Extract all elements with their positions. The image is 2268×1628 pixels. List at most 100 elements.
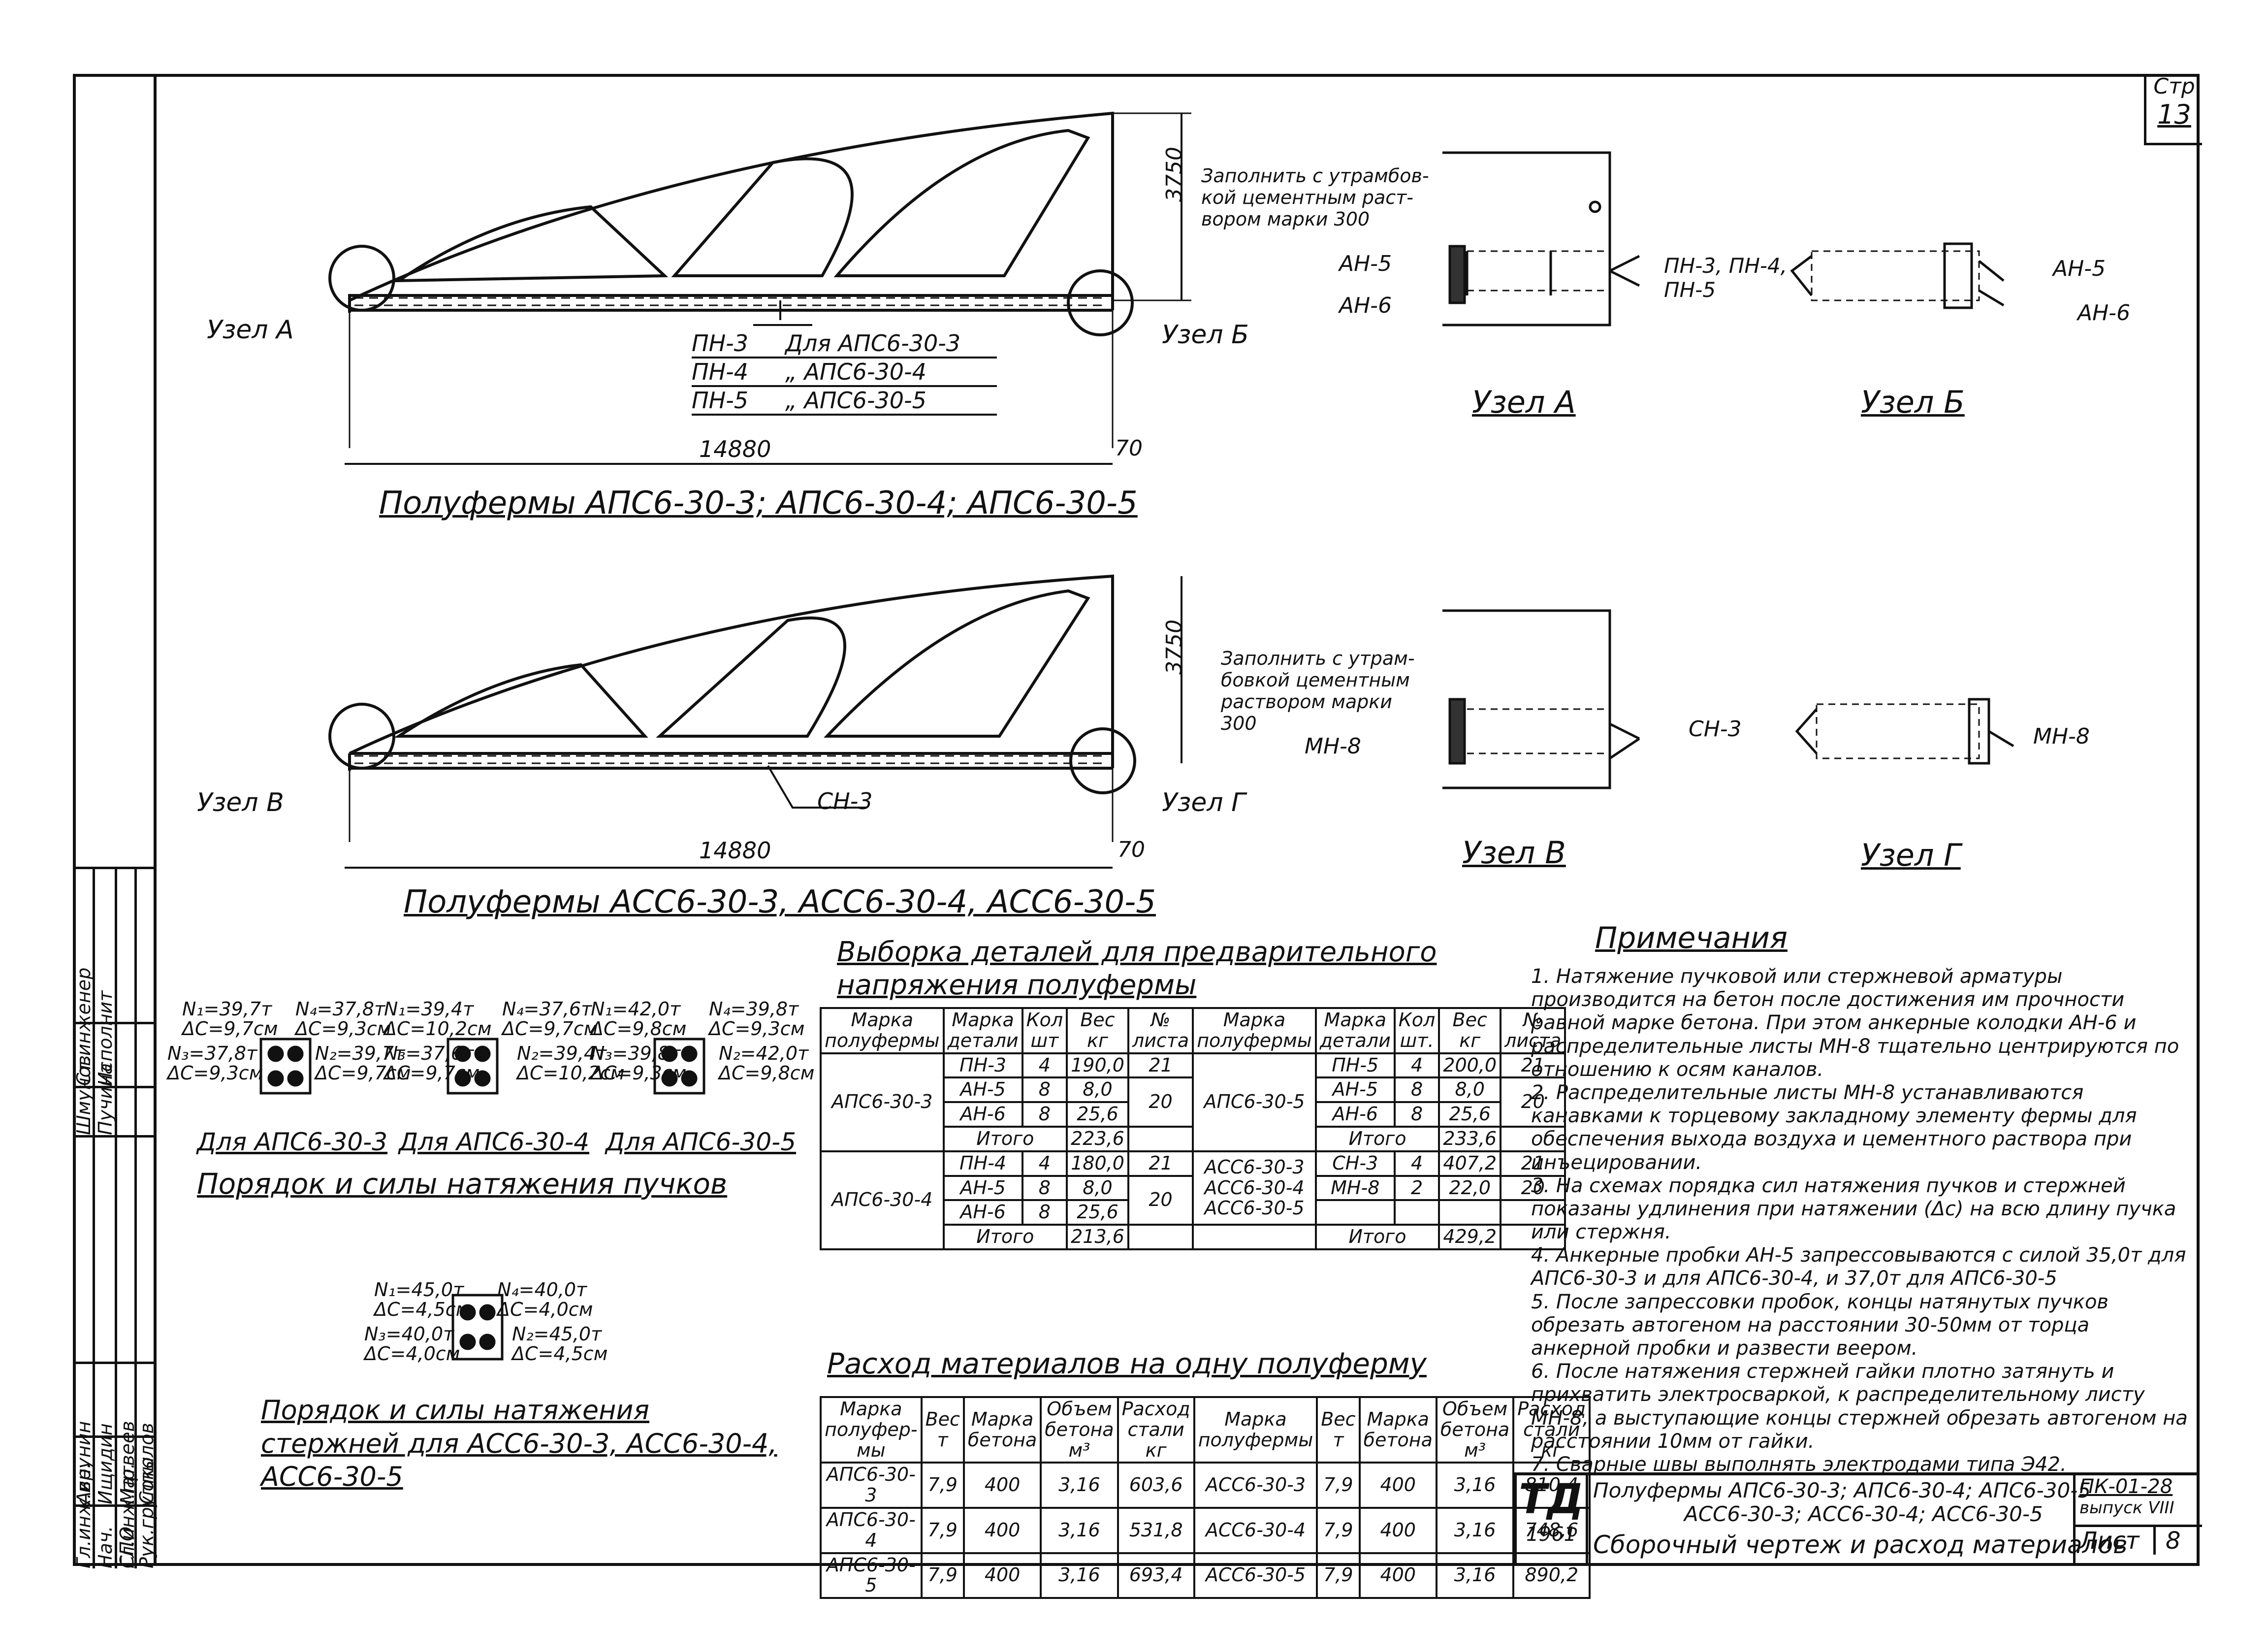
- table-cell: 2: [1393, 1174, 1440, 1202]
- stamp-line3: Сборочный чертеж и расход материалов: [1593, 1530, 2128, 1559]
- table-cell: Итого: [1314, 1224, 1440, 1250]
- node-g-circle: [1069, 727, 1136, 794]
- table-cell: [1500, 1224, 1566, 1250]
- table-cell: АН-6: [942, 1199, 1023, 1226]
- table-row: АПС6-30-3 7,9 400 3,16 603,6 АСС6-30-3 7…: [820, 1462, 1591, 1509]
- details-table: Марка полуфермы Марка детали Кол шт Вес …: [820, 1007, 1566, 1250]
- table-cell: ПН-3: [942, 1052, 1023, 1079]
- table-cell: АН-6: [942, 1101, 1023, 1128]
- truss1-length-line: [345, 463, 1113, 465]
- rod-label: ΔC=4,5см: [512, 1342, 608, 1365]
- side-role-6: Рук.группы: [136, 1457, 158, 1568]
- details-header: № листа: [1500, 1007, 1566, 1054]
- bundle-label: N₂=39,7т: [315, 1042, 405, 1064]
- materials-header: Вес т: [920, 1396, 965, 1464]
- truss2-bar: СН-3: [817, 788, 873, 814]
- stamp-year: 1961: [1526, 1523, 1576, 1546]
- table-cell: 3,16: [1040, 1552, 1119, 1599]
- details-header-row: Марка полуфермы Марка детали Кол шт Вес …: [820, 1007, 1566, 1054]
- table-cell: 8: [1393, 1076, 1440, 1104]
- side-name-5: Матвеев: [117, 1421, 138, 1504]
- stamp-logo-cell: ТД 1961: [1517, 1475, 1588, 1566]
- table-cell: 7,9: [1316, 1506, 1361, 1554]
- node-vg-fill-note: Заполнить с утрам-бовкой цементным раств…: [1221, 648, 1415, 734]
- note-item: 1. Натяжение пучковой или стержневой арм…: [1531, 965, 2179, 1081]
- table-cell: 22,0: [1438, 1174, 1502, 1202]
- table-cell: 531,8: [1117, 1506, 1195, 1554]
- table-cell: 3,16: [1435, 1552, 1515, 1599]
- table-cell: 400: [962, 1506, 1042, 1554]
- truss2-node-left: Узел В: [197, 788, 284, 817]
- table-cell: АПС6-30-5: [820, 1552, 923, 1599]
- table-cell: 213,6: [1066, 1224, 1129, 1250]
- table-cell: 4: [1393, 1052, 1440, 1079]
- table-cell: 8: [1021, 1174, 1068, 1202]
- table-row: АН-6 8 25,6: [821, 1199, 1566, 1226]
- node-g-mn8: МН-8: [2033, 724, 2090, 749]
- note-item: 3. На схемах порядка сил натяжения пучко…: [1531, 1174, 2176, 1244]
- bundle-caption-3: Для АПС6-30-5: [606, 1128, 797, 1156]
- side-name-1: Шмунов: [73, 1055, 95, 1135]
- table-cell: [1314, 1199, 1396, 1226]
- table-cell: 7,9: [920, 1462, 965, 1509]
- legend-for-2: „ АПС6-30-4: [785, 358, 926, 385]
- legend-for-1: Для АПС6-30-3: [785, 330, 961, 357]
- rod-label: ΔC=4,0см: [364, 1342, 460, 1365]
- table-cell: Итого: [942, 1224, 1068, 1250]
- details-table-title: Выборка деталей для предварительного нап…: [837, 936, 1437, 1002]
- node-vg-bar: СН-3: [1689, 716, 1742, 742]
- truss2-title: Полуфермы АСС6-30-3, АСС6-30-4, АСС6-30-…: [404, 884, 1156, 920]
- table-cell: 429,2: [1438, 1224, 1502, 1250]
- table-cell: 8: [1021, 1199, 1068, 1226]
- materials-header: Расход стали кг: [1117, 1396, 1195, 1464]
- table-row: АН-5 8 8,0 20 АН-5 8 8,0 20: [821, 1076, 1566, 1128]
- table-cell: 21: [1127, 1052, 1194, 1079]
- details-header: Кол шт: [1021, 1007, 1068, 1054]
- materials-header: Вес т: [1316, 1396, 1361, 1464]
- table-cell: 223,6: [1066, 1125, 1129, 1152]
- node-b-an6: АН-6: [2077, 300, 2131, 326]
- node-a-circle: [328, 245, 395, 312]
- stamp-line2: АСС6-30-3; АСС6-30-4; АСС6-30-5: [1684, 1502, 2043, 1526]
- table-cell: 400: [1358, 1552, 1437, 1599]
- table-cell: 8: [1393, 1101, 1440, 1128]
- table-cell: 748,6: [1512, 1506, 1591, 1554]
- truss2-outline: [349, 574, 1114, 755]
- table-cell: 3,16: [1040, 1462, 1119, 1509]
- stamp-line1: Полуфермы АПС6-30-3; АПС6-30-4; АПС6-30-…: [1593, 1478, 2091, 1502]
- node-ab-bars: ПН-3, ПН-4, ПН-5: [1664, 254, 1788, 302]
- table-cell: АСС6-30-4: [1193, 1506, 1318, 1554]
- table-cell: 8: [1021, 1076, 1068, 1104]
- table-cell: 8,0: [1066, 1174, 1129, 1202]
- side-role-3: Гл.инж.ин.: [73, 1462, 95, 1568]
- table-cell: 3,16: [1435, 1506, 1515, 1554]
- table-cell: [1127, 1125, 1194, 1152]
- table-row: АПС6-30-5 7,9 400 3,16 693,4 АСС6-30-5 7…: [820, 1552, 1591, 1599]
- details-header: Марка детали: [942, 1007, 1023, 1054]
- table-cell: АН-5: [942, 1174, 1023, 1202]
- truss1-height: 3750: [1162, 147, 1187, 202]
- bundle-label: ΔC=10,2см: [384, 1017, 492, 1040]
- details-truss: АПС6-30-5: [1192, 1052, 1317, 1152]
- table-cell: [1438, 1199, 1502, 1226]
- stamp-logo: ТД: [1518, 1475, 1584, 1523]
- table-cell: Итого: [1314, 1125, 1440, 1152]
- truss1-offset: 70: [1115, 436, 1143, 461]
- bundle-label: N₄=37,6т: [502, 998, 592, 1020]
- tension-bundles-title: Порядок и силы натяжения пучков: [197, 1167, 728, 1201]
- materials-header: Марка бетона: [1358, 1396, 1437, 1464]
- table-cell: 890,2: [1512, 1552, 1591, 1599]
- details-truss: АПС6-30-4: [820, 1150, 945, 1250]
- table-cell: 810,4: [1512, 1462, 1591, 1509]
- table-cell: 3,16: [1435, 1462, 1515, 1509]
- node-ab-detail: [1442, 151, 2005, 326]
- bundle-label: N₃=39,8т: [591, 1042, 681, 1064]
